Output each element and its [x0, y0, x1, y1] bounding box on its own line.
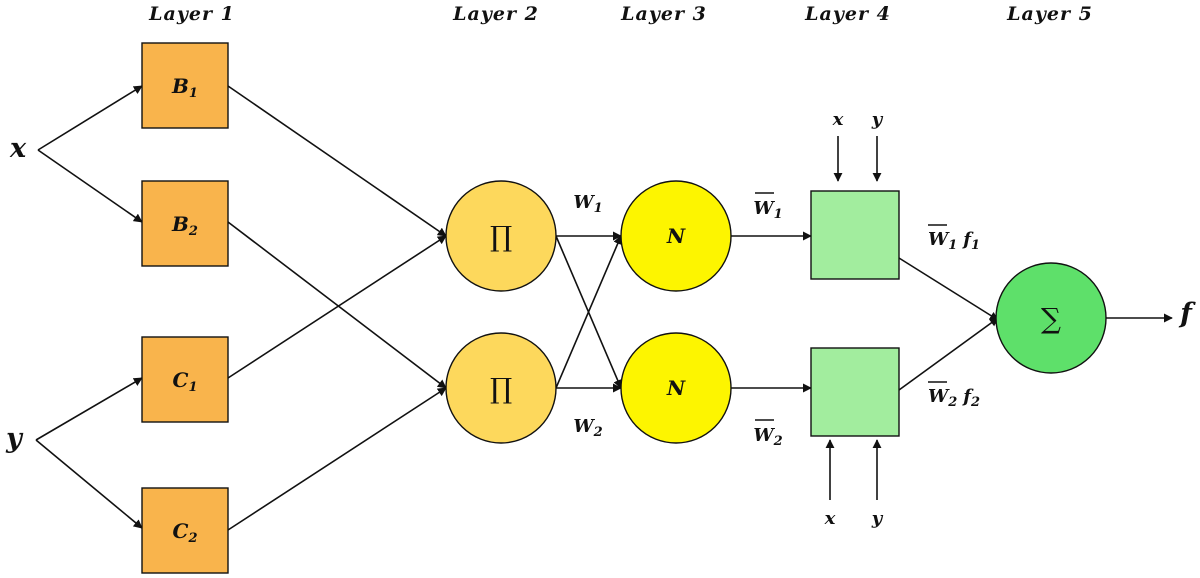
svg-text:B1: B1: [171, 74, 198, 101]
edge-r1-sum: [898, 257, 999, 321]
output-f-label: f: [1178, 298, 1196, 329]
layer-2-label: Layer 2: [452, 3, 539, 25]
layer4-to-layer5-edges: [898, 257, 1173, 391]
input-edges: [35, 85, 143, 529]
layer4-top-y-label: y: [871, 109, 884, 130]
svg-text:B2: B2: [171, 212, 198, 239]
layer2-node-product-1: ∏: [445, 180, 557, 292]
svg-text:C1: C1: [173, 368, 198, 395]
edge-x-b1: [37, 85, 143, 151]
svg-text:W2: W2: [753, 425, 782, 449]
svg-text:∑: ∑: [1041, 302, 1061, 335]
svg-text:∏: ∏: [490, 220, 512, 253]
layer-4-label: Layer 4: [804, 3, 891, 25]
layer1-node-c2: C2: [141, 487, 229, 574]
w2-label: W2: [573, 416, 602, 440]
layer3-node-normalize-2: N: [620, 332, 732, 444]
svg-text:N: N: [666, 376, 686, 400]
input-x-label: x: [9, 133, 27, 164]
wbar1-label: W1: [753, 192, 783, 222]
w1-label: W1: [573, 192, 602, 216]
edge-p2-n1: [555, 235, 622, 389]
layer1-node-c1: C1: [141, 336, 229, 423]
edge-r2-sum: [898, 317, 999, 391]
svg-text:∏: ∏: [490, 372, 512, 405]
layer3-to-layer4-edges: [731, 231, 812, 393]
edge-x-b2: [37, 149, 143, 223]
svg-text:W1: W1: [753, 198, 782, 222]
layer-1-label: Layer 1: [148, 3, 235, 25]
layer1-to-layer2-edges: [227, 85, 447, 531]
layer3-node-normalize-1: N: [620, 180, 732, 292]
layer1-node-b1: B1: [141, 42, 229, 129]
svg-text:C2: C2: [173, 519, 198, 546]
wbar2-label: W2: [753, 419, 783, 449]
edge-c1-p1: [227, 235, 447, 379]
layer4-bottom-x-label: x: [824, 508, 836, 529]
layer4-node-2: [810, 347, 900, 437]
edge-y-c1: [35, 377, 143, 441]
svg-text:N: N: [666, 224, 686, 248]
edge-c2-p2: [227, 387, 447, 531]
layer5-node-sum: ∑: [995, 262, 1107, 374]
layer4-top-x-label: x: [832, 109, 844, 130]
edge-b1-p1: [227, 85, 447, 237]
layer-5-label: Layer 5: [1006, 3, 1093, 25]
layer4-input-arrows: [825, 136, 882, 500]
edge-b2-p2: [227, 221, 447, 389]
edge-y-c2: [35, 439, 143, 529]
layer1-node-b2: B2: [141, 180, 229, 267]
layer4-bottom-y-label: y: [871, 508, 884, 529]
layer2-to-layer3-edges: [555, 231, 622, 393]
input-y-label: y: [5, 423, 24, 454]
layer4-node-1: [810, 190, 900, 280]
layer2-node-product-2: ∏: [445, 332, 557, 444]
layer-3-label: Layer 3: [620, 3, 707, 25]
